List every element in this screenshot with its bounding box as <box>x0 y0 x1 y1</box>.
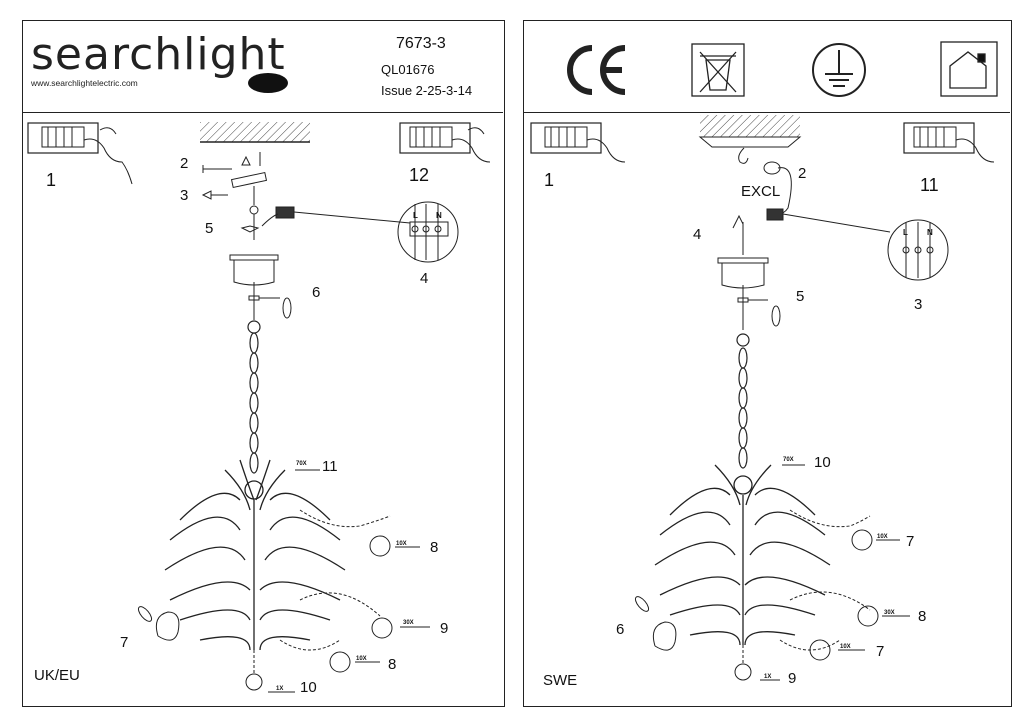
step-label: 1 <box>46 170 57 190</box>
step-label: 7 <box>906 533 915 550</box>
step-label: 4 <box>420 270 429 287</box>
brand-logo: searchlight <box>31 29 286 80</box>
left-header: searchlight www.searchlightelectric.com … <box>23 21 503 113</box>
candle-bulb-icon <box>634 596 677 651</box>
earth-ground-icon <box>812 43 866 97</box>
chandelier-body-icon <box>164 459 346 651</box>
excl-label: EXCL <box>741 183 781 200</box>
terminal-label: N <box>436 211 442 220</box>
candle-bulb-icon <box>137 606 180 641</box>
quantity-label: 70X <box>296 461 307 467</box>
weee-bin-icon <box>691 43 745 97</box>
chain-icon <box>247 320 261 474</box>
step-label: 7 <box>876 643 885 660</box>
quantity-label: 70X <box>783 457 794 463</box>
step-label: 12 <box>409 165 430 185</box>
left-instruction-panel: searchlight www.searchlightelectric.com … <box>22 20 505 707</box>
step-label: 1 <box>544 170 555 190</box>
quantity-label: 10X <box>356 656 367 662</box>
quantity-label: 30X <box>884 610 895 616</box>
step-label: 3 <box>180 187 189 204</box>
terminal-label: L <box>903 228 908 237</box>
step-label: 8 <box>388 656 397 673</box>
step-label: 9 <box>440 620 449 637</box>
step-label: 6 <box>616 621 625 638</box>
reference-code: QL01676 <box>381 62 435 77</box>
right-instruction-panel <box>523 20 1012 707</box>
indoor-use-icon <box>940 41 998 97</box>
step-label: 11 <box>920 175 939 195</box>
step-label: 11 <box>322 458 338 475</box>
step-label: 5 <box>796 288 805 305</box>
quantity-label: 10X <box>840 644 851 650</box>
brand-url: www.searchlightelectric.com <box>31 78 138 88</box>
chandelier-body-icon <box>654 464 831 646</box>
step-label: 10 <box>814 454 831 471</box>
quantity-label: 10X <box>877 534 888 540</box>
step-label: 3 <box>914 296 923 313</box>
step-label: 10 <box>300 679 317 696</box>
step-label: 4 <box>693 226 702 243</box>
quantity-label: 1X <box>276 686 284 692</box>
step-label: 2 <box>798 165 807 182</box>
step-label: 8 <box>918 608 927 625</box>
ce-mark-icon <box>567 45 626 95</box>
breaker-switch-icon <box>530 122 626 163</box>
quantity-label: 10X <box>396 541 407 547</box>
crystal-strand-icon <box>245 509 393 691</box>
step-label: 8 <box>430 539 439 556</box>
issue-date: Issue 2-25-3-14 <box>381 83 473 98</box>
terminal-label: N <box>927 228 933 237</box>
right-header <box>524 21 1010 113</box>
ceiling-canopy-icon <box>229 213 292 320</box>
terminal-block-icon <box>275 201 459 263</box>
breaker-switch-icon <box>399 122 491 163</box>
quantity-label: 1X <box>764 674 772 680</box>
ceiling-hatch <box>200 122 310 142</box>
region-label: UK/EU <box>34 667 80 684</box>
terminal-label: L <box>413 211 418 220</box>
step-label: 7 <box>120 634 129 651</box>
breaker-switch-icon <box>27 122 133 185</box>
step-label: 2 <box>180 155 189 172</box>
ceiling-canopy-icon <box>717 214 781 330</box>
step-label: 6 <box>312 284 321 301</box>
quantity-label: 30X <box>403 620 414 626</box>
step-label: 9 <box>788 670 797 687</box>
product-code: 7673-3 <box>396 35 446 52</box>
step-label: 5 <box>205 220 214 237</box>
ceiling-hatch <box>700 115 800 137</box>
chain-icon <box>736 333 750 469</box>
crystal-strand-icon <box>734 509 879 681</box>
breaker-switch-icon <box>903 122 995 163</box>
logo-light-ellipse <box>248 73 288 93</box>
region-label: SWE <box>543 672 578 689</box>
plug-cable-icon <box>763 161 949 281</box>
mounting-bracket-icon <box>201 152 268 215</box>
